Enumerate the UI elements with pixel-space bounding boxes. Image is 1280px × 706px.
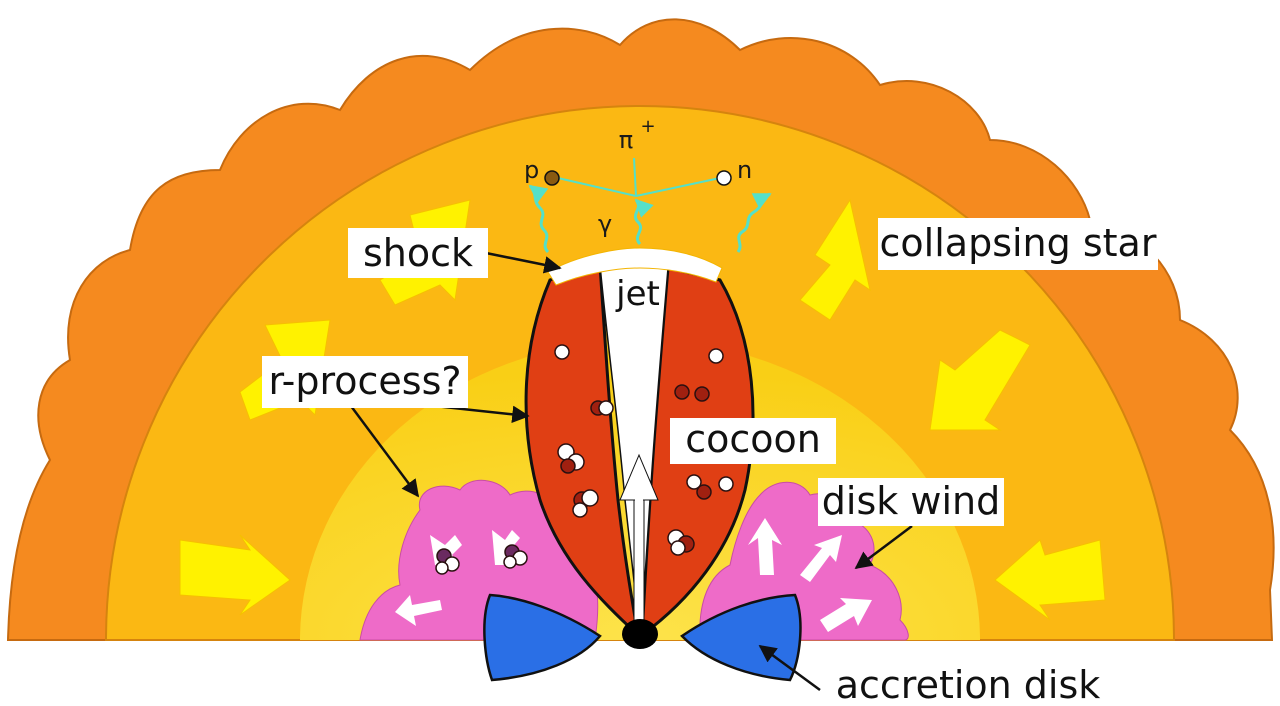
pion-charge: + xyxy=(640,116,655,137)
wind-arrow-icon xyxy=(800,535,842,582)
pion-decay xyxy=(557,157,721,197)
pion-symbol: π xyxy=(619,126,633,154)
photon-emission xyxy=(528,184,772,254)
label-shock: shock xyxy=(348,228,488,278)
proton-symbol: p xyxy=(524,156,539,184)
neutron-symbol: n xyxy=(737,156,752,184)
label-collapsing-star: collapsing star xyxy=(878,218,1158,270)
shock-front xyxy=(547,247,723,286)
nucleus xyxy=(598,400,614,416)
label-r-process: r-process? xyxy=(262,356,468,408)
svg-text:r-process?: r-process? xyxy=(268,359,461,403)
nucleus xyxy=(718,476,734,492)
nuclei xyxy=(435,344,734,575)
svg-text:cocoon: cocoon xyxy=(685,417,821,461)
label-disk-wind: disk wind xyxy=(818,478,1004,526)
wind-arrows xyxy=(395,518,872,632)
inflow-arrow-icon xyxy=(799,198,871,321)
svg-text:collapsing star: collapsing star xyxy=(880,221,1157,265)
nucleus xyxy=(554,344,570,360)
svg-text:shock: shock xyxy=(363,231,473,275)
inflow-arrow-icon xyxy=(994,539,1106,621)
nucleus xyxy=(696,484,712,500)
nucleus xyxy=(581,489,599,507)
svg-text:accretion disk: accretion disk xyxy=(836,663,1101,706)
accretion-disk-left xyxy=(483,593,602,682)
nucleus xyxy=(694,386,710,402)
inflow-arrow-icon xyxy=(929,329,1031,431)
nucleus xyxy=(708,348,724,364)
wind-arrow-icon xyxy=(820,598,872,632)
photon-wave-icon xyxy=(528,184,550,254)
jet-label: jet xyxy=(615,274,660,314)
nucleus xyxy=(572,502,588,518)
label-cocoon: cocoon xyxy=(670,417,836,464)
inflow-arrow-icon xyxy=(179,534,291,616)
nucleus xyxy=(686,474,702,490)
nucleus xyxy=(560,458,576,474)
black-hole xyxy=(622,619,658,649)
wind-arrow-icon xyxy=(395,595,442,626)
photon-symbol: γ xyxy=(598,210,612,238)
nucleus xyxy=(674,384,690,400)
wind-arrow-icon xyxy=(748,518,782,575)
svg-text:disk wind: disk wind xyxy=(822,479,1000,523)
neutron-particle xyxy=(716,170,732,186)
cocoon-left xyxy=(524,263,641,640)
nucleus xyxy=(435,561,449,575)
nucleus xyxy=(503,555,517,569)
photon-wave-icon xyxy=(736,192,772,253)
photon-wave-icon xyxy=(633,198,654,246)
label-accretion-disk: accretion disk xyxy=(836,663,1101,706)
proton-particle xyxy=(544,170,560,186)
nucleus xyxy=(670,540,686,556)
